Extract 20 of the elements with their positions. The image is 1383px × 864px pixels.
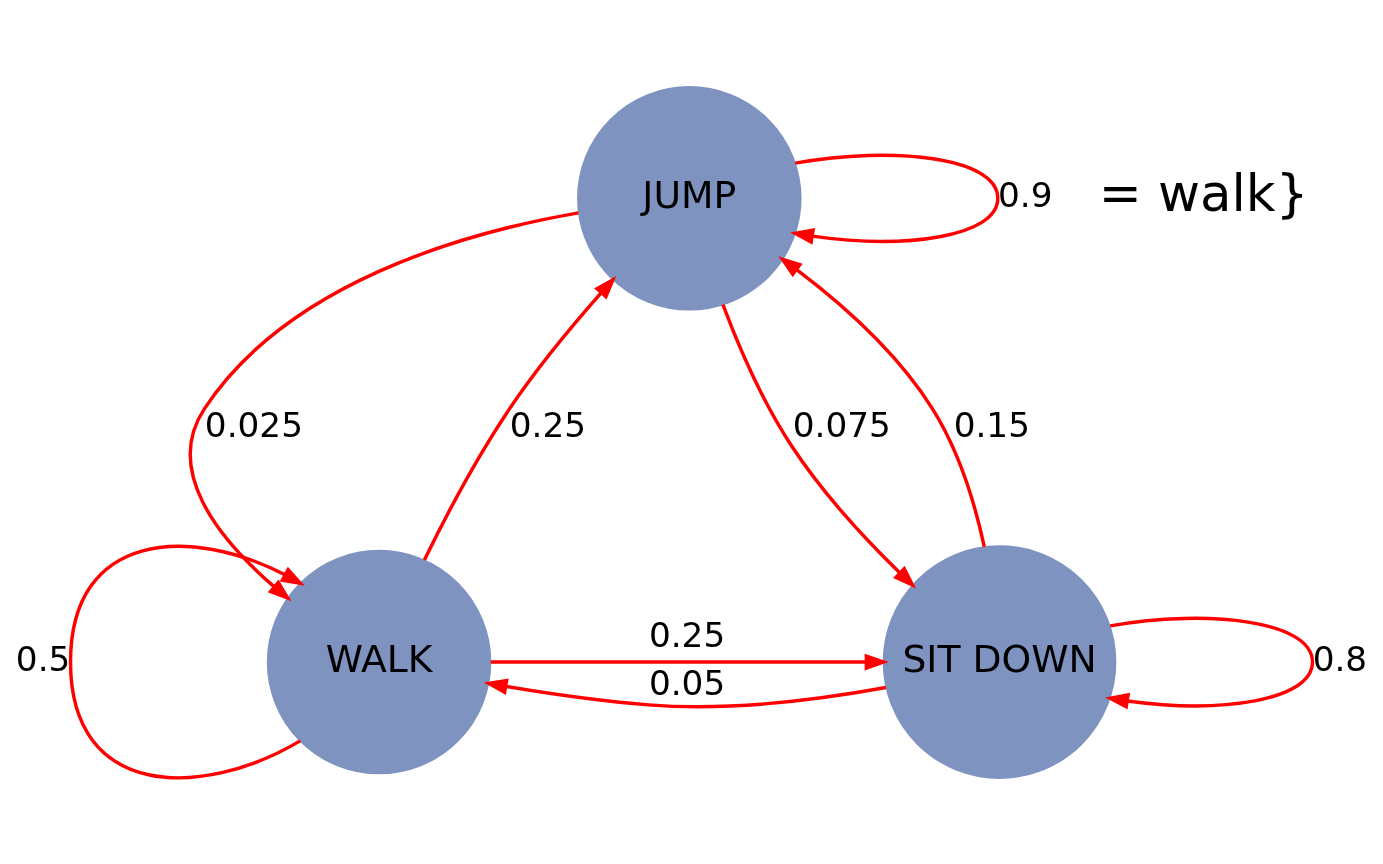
arrow — [490, 653, 889, 670]
arrow — [422, 275, 617, 561]
edge-label: 0.025 — [204, 404, 303, 445]
edge-label: 0.15 — [953, 404, 1030, 445]
arrow — [483, 677, 887, 708]
arrow — [721, 303, 917, 589]
label: = walk} — [1098, 162, 1309, 223]
arrow — [68, 544, 305, 779]
edge-label: 0.9 — [997, 174, 1053, 215]
node-circle: SIT DOWN — [882, 544, 1117, 779]
edge-label: 0.5 — [15, 638, 71, 679]
edge-label: 0.25 — [648, 614, 726, 655]
arrow — [188, 210, 579, 601]
edge-label: 0.05 — [648, 662, 726, 703]
edge-label: 0.8 — [1312, 638, 1368, 679]
arrow — [778, 255, 986, 547]
arrow — [790, 153, 1000, 245]
edge-label: 0.25 — [509, 404, 587, 445]
edge-label: 0.075 — [792, 404, 891, 445]
arrow — [1105, 616, 1315, 709]
